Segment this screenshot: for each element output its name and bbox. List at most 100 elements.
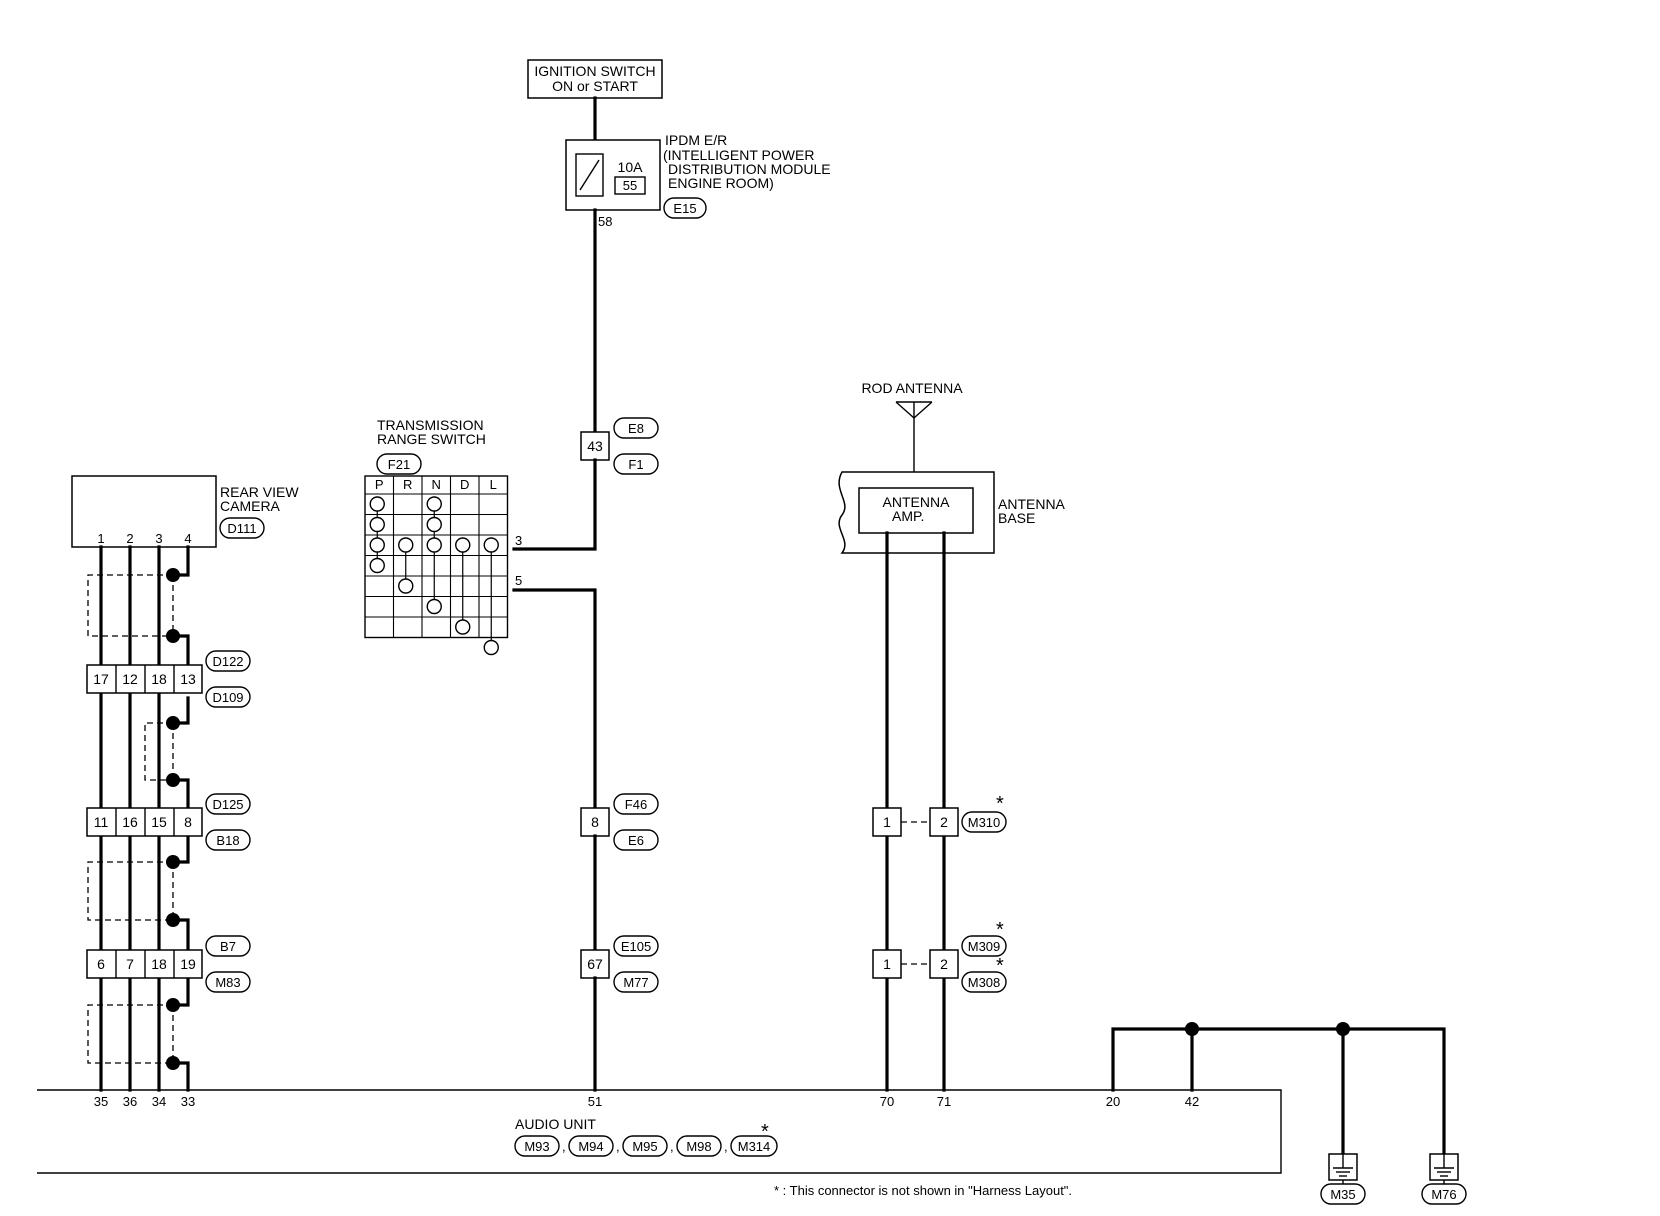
ipdm-desc-3: ENGINE ROOM) <box>668 175 774 191</box>
audio-pin: 36 <box>123 1094 137 1109</box>
connector-b7: B7 <box>220 939 236 954</box>
m310-pin-right: 2 <box>940 814 948 830</box>
camera-title-1: REAR VIEW <box>220 484 299 500</box>
connector-m77: M77 <box>623 975 648 990</box>
audio-connector-m314: M314 <box>738 1139 771 1154</box>
audio-connector-m98: M98 <box>686 1139 711 1154</box>
rod-antenna-label: ROD ANTENNA <box>861 380 963 396</box>
camera-pin-1: 1 <box>97 531 104 546</box>
ipdm-pin: 58 <box>598 214 612 229</box>
audio-pin: 34 <box>152 1094 166 1109</box>
d122-pin: 13 <box>180 671 196 687</box>
antenna-amp-label-1: ANTENNA <box>883 494 951 510</box>
connector-f1: F1 <box>628 457 643 472</box>
m309-pin-right: 2 <box>940 956 948 972</box>
camera-harness <box>87 545 190 1092</box>
audio-connector-separator: , <box>670 1139 674 1154</box>
ignition-switch: IGNITION SWITCH ON or START <box>527 59 663 99</box>
m309-pin-left: 1 <box>883 956 891 972</box>
ipdm-er: 10A 55 IPDM E/R (INTELLIGENT POWER DISTR… <box>565 96 831 229</box>
audio-connector-separator: , <box>562 1139 566 1154</box>
ipdm-desc-2: DISTRIBUTION MODULE <box>668 161 831 177</box>
joint-d125-b18: 11 16 15 8 D125 B18 <box>86 793 251 851</box>
ground-m35: M35 <box>1330 1187 1355 1202</box>
antenna-base-label-1: ANTENNA <box>998 496 1066 512</box>
trs-contact <box>369 557 385 574</box>
m309-star: * <box>996 919 1004 941</box>
audio-pin: 70 <box>880 1094 894 1109</box>
trs-position-header: N <box>432 477 441 492</box>
connector-e105: E105 <box>621 939 651 954</box>
connector-d122: D122 <box>212 654 243 669</box>
connector-m310: M310 <box>968 815 1001 830</box>
trs-title-2: RANGE SWITCH <box>377 431 486 447</box>
trs-contact <box>369 496 385 512</box>
connector-e6: E6 <box>628 833 644 848</box>
audio-unit: 35 36 34 33 51 70 71 20 42 AUDIO UNIT M9… <box>37 1089 1282 1174</box>
connector-d125: D125 <box>212 797 243 812</box>
ground-symbol: M76 <box>1421 1153 1467 1205</box>
m314-star: * <box>761 1121 769 1143</box>
audio-connector-m94: M94 <box>578 1139 603 1154</box>
trs-title-1: TRANSMISSION <box>377 417 484 433</box>
ground-wiring: M35 M76 <box>1111 1022 1467 1205</box>
trs-contact <box>483 639 499 656</box>
m310-pin-left: 1 <box>883 814 891 830</box>
camera-connector: D111 <box>227 521 256 536</box>
ground-symbol: M35 <box>1320 1153 1366 1205</box>
trs-contact <box>483 537 499 553</box>
connector-d109: D109 <box>212 690 243 705</box>
d122-pin: 12 <box>122 671 138 687</box>
camera-pin-4: 4 <box>184 531 191 546</box>
audio-connector-separator: , <box>616 1139 620 1154</box>
trs-contact <box>398 578 414 594</box>
trs-contact <box>455 619 471 635</box>
joint-d122-d109: 17 12 18 13 D122 D109 <box>86 650 251 708</box>
rear-view-camera: REAR VIEW CAMERA D111 1 2 3 4 <box>71 475 299 548</box>
joint-f46-e6: 8 F46 E6 <box>580 793 659 851</box>
connector-m308: M308 <box>968 975 1001 990</box>
joint-e105-m77: 67 E105 M77 <box>580 935 659 993</box>
camera-pin-2: 2 <box>126 531 133 546</box>
connector-m83: M83 <box>215 975 240 990</box>
ignition-switch-state: ON or START <box>552 78 638 94</box>
camera-pin-3: 3 <box>155 531 162 546</box>
trs-connector: F21 <box>388 457 410 472</box>
trs-contact <box>398 537 414 553</box>
trs-pin-3: 3 <box>515 533 522 548</box>
ignition-switch-label: IGNITION SWITCH <box>534 63 655 79</box>
joint-e8-f1: 43 E8 F1 <box>580 417 659 475</box>
connector-m309: M309 <box>968 939 1001 954</box>
fuse-number: 55 <box>623 178 637 193</box>
b7-pin: 6 <box>97 956 105 972</box>
ipdm-connector: E15 <box>673 201 696 216</box>
audio-pin: 20 <box>1106 1094 1120 1109</box>
footnote: * : This connector is not shown in "Harn… <box>774 1183 1072 1198</box>
audio-pin: 51 <box>588 1094 602 1109</box>
ipdm-desc-1: (INTELLIGENT POWER <box>663 147 814 163</box>
antenna: ROD ANTENNA ANTENNA AMP. ANTENNA BASE <box>838 380 1066 1092</box>
audio-connector-m93: M93 <box>524 1139 549 1154</box>
audio-pin: 71 <box>937 1094 951 1109</box>
audio-unit-title: AUDIO UNIT <box>515 1116 596 1132</box>
camera-title-2: CAMERA <box>220 498 281 514</box>
wire-e8-to-trs-pin3 <box>512 458 597 551</box>
antenna-amp-label-2: AMP. <box>892 508 924 524</box>
trs-contact <box>455 537 471 553</box>
joint-f46-pin: 8 <box>591 814 599 830</box>
d122-pin: 18 <box>151 671 167 687</box>
antenna-base-label-2: BASE <box>998 510 1035 526</box>
m310-star: * <box>996 793 1004 815</box>
ground-m76: M76 <box>1431 1187 1456 1202</box>
trs-position-header: D <box>460 477 469 492</box>
d125-pin: 8 <box>184 814 192 830</box>
audio-pin: 35 <box>94 1094 108 1109</box>
trs-position-header: L <box>490 477 497 492</box>
trs-contact <box>426 496 442 512</box>
audio-connector-separator: , <box>724 1139 728 1154</box>
connector-f46: F46 <box>625 797 647 812</box>
trs-contact <box>369 537 385 553</box>
joint-e8-pin: 43 <box>587 438 603 454</box>
